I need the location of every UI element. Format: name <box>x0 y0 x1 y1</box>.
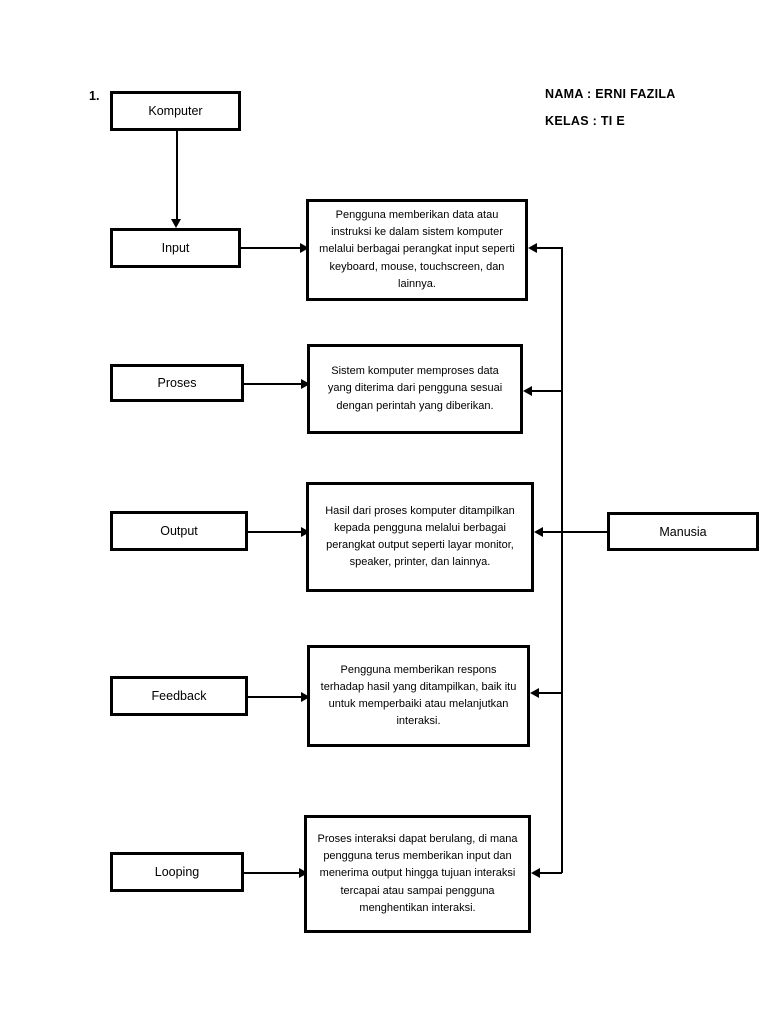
connector-feedback-to-desc-arrow <box>301 692 310 702</box>
connector-output-to-desc-arrow <box>301 527 310 537</box>
desc-text-proses: Sistem komputer memproses data yang dite… <box>327 365 503 412</box>
desc-text-looping: Proses interaksi dapat berulang, di mana… <box>317 833 518 914</box>
connector-feedback-to-desc-line <box>248 696 304 698</box>
desc-text-input: Pengguna memberikan data atau instruksi … <box>319 209 515 290</box>
branch-to-looping-line <box>537 872 562 874</box>
connector-komputer-to-input-line <box>176 131 178 221</box>
stage-label-output: Output <box>160 523 198 538</box>
komputer-box-label: Komputer <box>148 103 203 118</box>
desc-text-feedback: Pengguna memberikan respons terhadap has… <box>320 663 517 728</box>
connector-looping-to-desc-line <box>244 872 302 874</box>
stage-box-proses[interactable]: Proses <box>110 364 244 402</box>
connector-manusia-to-trunk-line <box>561 531 608 533</box>
student-name-line: NAMA : ERNI FAZILA <box>545 87 676 101</box>
connector-output-to-desc-line <box>248 531 304 533</box>
branch-to-feedback-line <box>536 692 562 694</box>
desc-box-output[interactable]: Hasil dari proses komputer ditampilkan k… <box>306 482 534 592</box>
manusia-box-label: Manusia <box>659 524 707 539</box>
connector-komputer-to-input-arrow <box>171 219 181 228</box>
branch-to-output-arrow <box>534 527 543 537</box>
connector-looping-to-desc-arrow <box>299 868 308 878</box>
connector-proses-to-desc-line <box>244 383 304 385</box>
item-number: 1. <box>89 89 100 103</box>
manusia-box[interactable]: Manusia <box>607 512 759 551</box>
desc-box-looping[interactable]: Proses interaksi dapat berulang, di mana… <box>304 815 531 933</box>
stage-label-looping: Looping <box>154 864 200 879</box>
komputer-box[interactable]: Komputer <box>110 91 241 131</box>
stage-box-input[interactable]: Input <box>110 228 241 268</box>
stage-box-output[interactable]: Output <box>110 511 248 551</box>
desc-box-feedback[interactable]: Pengguna memberikan respons terhadap has… <box>307 645 530 747</box>
branch-to-looping-arrow <box>531 868 540 878</box>
branch-to-proses-arrow <box>523 386 532 396</box>
branch-to-input-arrow <box>528 243 537 253</box>
branch-to-proses-line <box>529 390 562 392</box>
branch-to-output-line <box>540 531 562 533</box>
stage-label-proses: Proses <box>157 375 197 390</box>
distribution-trunk-line <box>561 247 563 873</box>
student-class-line: KELAS : TI E <box>545 114 625 129</box>
stage-box-looping[interactable]: Looping <box>110 852 244 892</box>
desc-text-output: Hasil dari proses komputer ditampilkan k… <box>325 504 515 569</box>
connector-proses-to-desc-arrow <box>301 379 310 389</box>
branch-to-feedback-arrow <box>530 688 539 698</box>
stage-box-feedback[interactable]: Feedback <box>110 676 248 716</box>
student-header: NAMA : ERNI FAZILA KELAS : TI E <box>545 87 755 142</box>
connector-input-to-desc-arrow <box>300 243 309 253</box>
desc-box-proses[interactable]: Sistem komputer memproses data yang dite… <box>307 344 523 434</box>
desc-box-input[interactable]: Pengguna memberikan data atau instruksi … <box>306 199 528 301</box>
branch-to-input-line <box>534 247 562 249</box>
stage-label-input: Input <box>161 240 190 255</box>
stage-label-feedback: Feedback <box>151 688 207 703</box>
connector-input-to-desc-line <box>241 247 303 249</box>
